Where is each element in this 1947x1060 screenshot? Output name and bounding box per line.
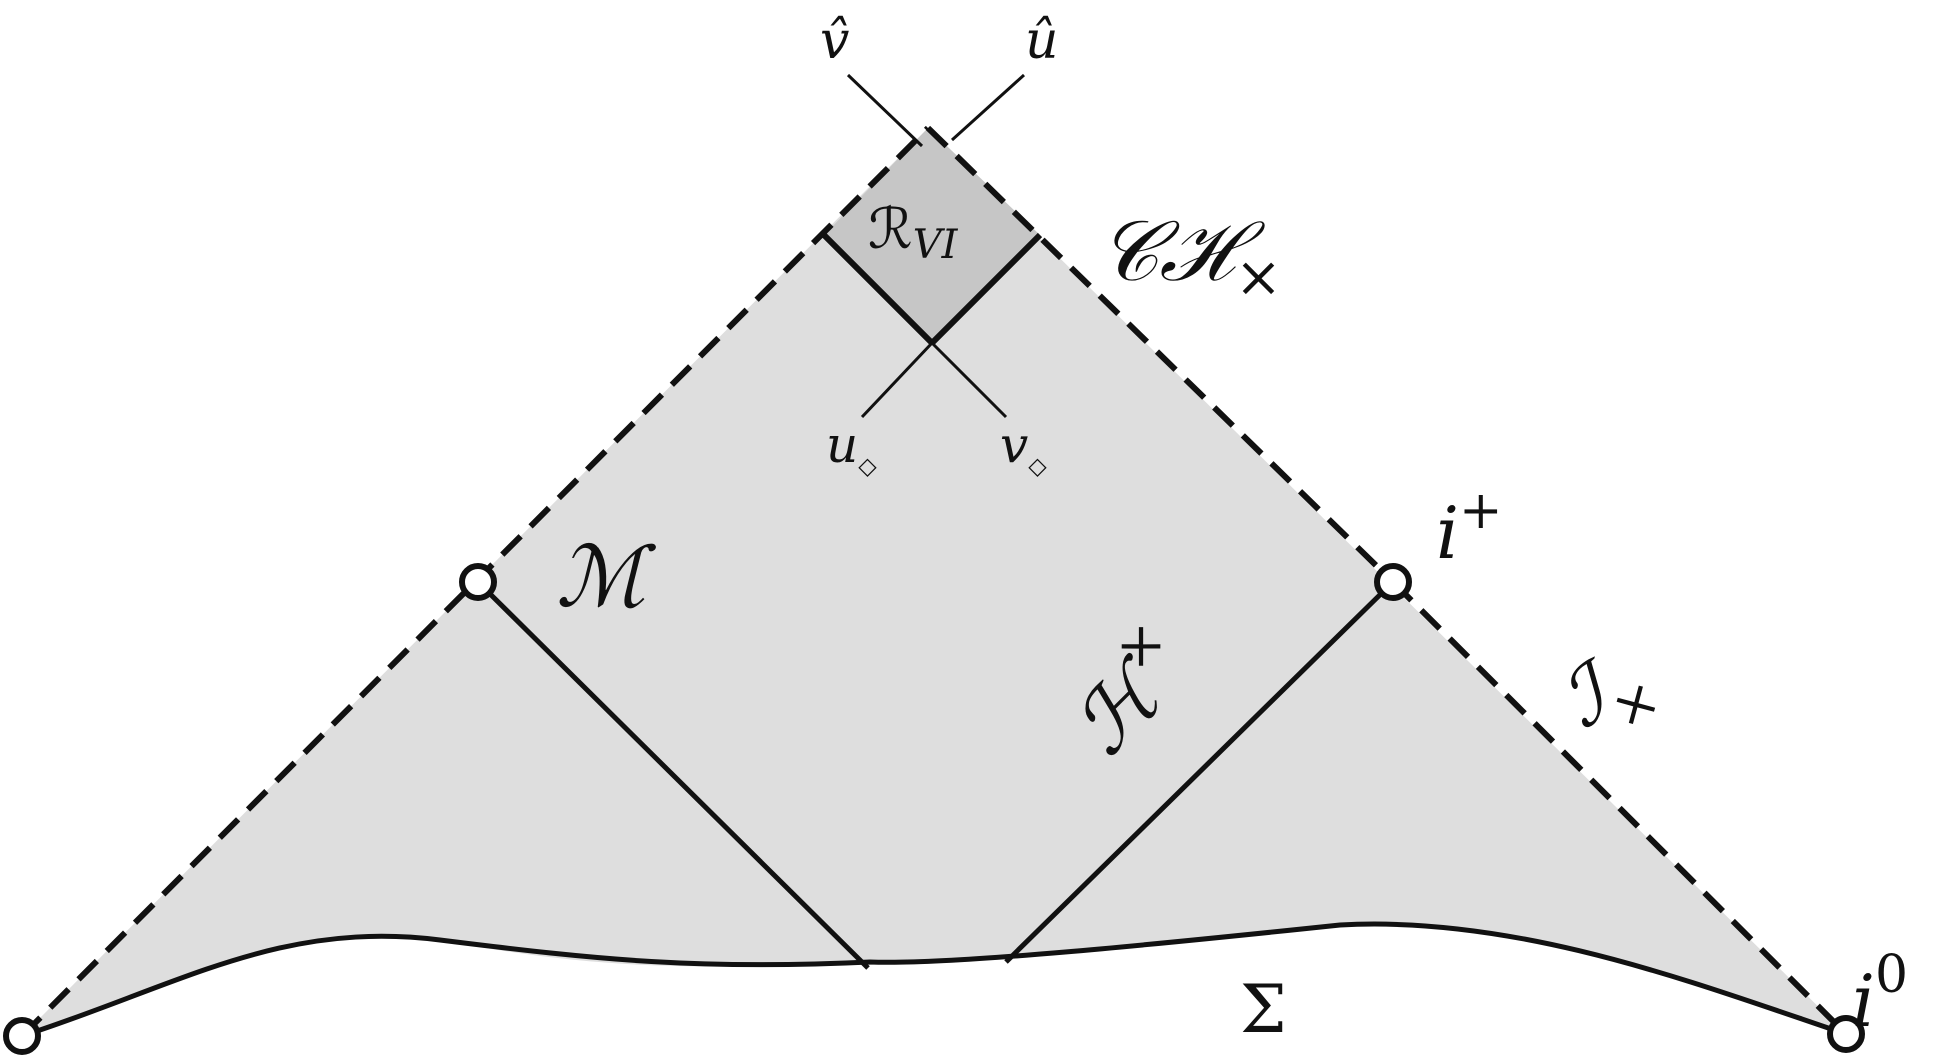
cauchy-horizon-boundary	[925, 125, 1396, 585]
m-null-line	[476, 580, 870, 970]
i0-label-sup: 0	[1875, 945, 1908, 1005]
i-plus-label-sup: +	[1459, 481, 1503, 541]
marker-left-corner	[3, 1017, 41, 1055]
region-vi-label: ℛVI	[868, 197, 959, 268]
v-diamond-label-main: v	[1000, 416, 1028, 474]
u-hat-label: û	[1025, 11, 1059, 71]
v-diamond-label: v◇	[1000, 416, 1047, 480]
marker-i-plus	[1374, 563, 1412, 601]
v-hat-axis-line	[846, 73, 924, 148]
u-hat-axis-line	[950, 73, 1026, 142]
null-infinity-label: ℐ×	[1547, 628, 1671, 761]
marker-m	[459, 563, 497, 601]
marker-i0	[1827, 1015, 1865, 1053]
region-vi-right-edge	[929, 232, 1043, 346]
spacetime-region	[22, 128, 1846, 1036]
i0-label-main: i	[1852, 959, 1875, 1043]
sigma-label: Σ	[1240, 971, 1287, 1048]
v-hat-label: v̂	[820, 11, 849, 71]
null-infinity-boundary	[1390, 579, 1849, 1037]
event-horizon-line	[1004, 580, 1395, 964]
u-diamond-label: u◇	[826, 416, 877, 480]
i0-label: i0	[1852, 945, 1908, 1043]
cauchy-horizon-label: 𝒞ℋ×	[1098, 202, 1282, 310]
region-vi-left-edge	[821, 232, 935, 346]
region-vi-label-main: ℛ	[868, 197, 913, 262]
i-plus-label: i+	[1436, 481, 1503, 575]
v-diamond-label-sub: ◇	[1028, 452, 1047, 480]
u-diamond-axis-line	[860, 341, 934, 419]
u-diamond-label-sub: ◇	[858, 452, 877, 480]
u-diamond-label-main: u	[826, 416, 858, 474]
cauchy-horizon-label-sup: ×	[1235, 245, 1282, 310]
sigma-curve	[21, 921, 1847, 1039]
region-vi-label-sub: VI	[913, 222, 959, 268]
m-label: ℳ	[556, 528, 657, 626]
v-diamond-axis-line	[930, 341, 1008, 419]
i-plus-label-main: i	[1436, 491, 1459, 575]
